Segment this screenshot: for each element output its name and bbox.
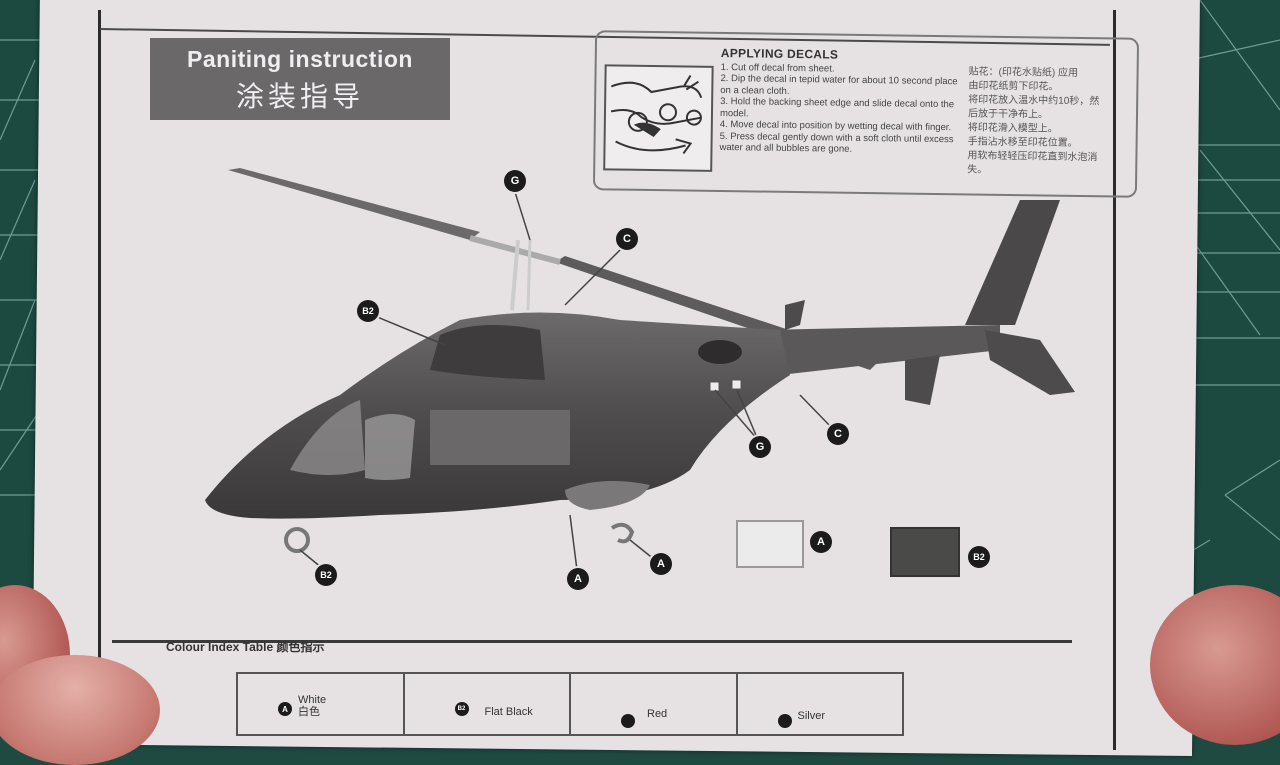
- decal-step-2: 2. Dip the decal in tepid water for abou…: [720, 72, 958, 97]
- colour-code-a: A: [278, 702, 292, 716]
- helicopter-drawing: [205, 168, 1075, 571]
- callout-c-side: C: [827, 423, 849, 445]
- colour-index-table: A White 白色 B2 Flat Black Red Silver: [236, 672, 904, 736]
- colour-cell-silver: Silver: [738, 674, 903, 734]
- swatch-white-label: A: [810, 531, 832, 553]
- applying-decals-panel: APPLYING DECALS 1. Cut off decal from sh…: [592, 30, 1140, 198]
- callout-a-gear: A: [567, 568, 589, 590]
- colour-index-title: Colour Index Table 颜色指示: [166, 640, 325, 654]
- decal-heading: APPLYING DECALS: [720, 45, 839, 62]
- colour-cell-white: A White 白色: [238, 674, 405, 734]
- page-frame: [98, 10, 1116, 750]
- colour-name-red: Red: [647, 708, 668, 720]
- colour-name-silver: Silver: [797, 710, 826, 722]
- callout-a-wheel: A: [650, 553, 672, 575]
- title-english: Paniting instruction: [187, 46, 413, 72]
- callout-c-rotor: C: [616, 228, 638, 250]
- swatch-white: [736, 520, 804, 568]
- section-divider: [112, 640, 1072, 643]
- callout-g-side: G: [749, 436, 771, 458]
- right-finger: [1150, 585, 1280, 745]
- colour-cell-red: Red: [571, 674, 738, 734]
- colour-name-en: White: [298, 694, 327, 706]
- colour-code-red: [621, 714, 635, 728]
- colour-name-flat-black: Flat Black: [484, 706, 533, 718]
- title-chinese: 涂装指导: [235, 81, 364, 112]
- callout-b2-wheel: B2: [315, 564, 337, 586]
- decal-instructions-en: APPLYING DECALS 1. Cut off decal from sh…: [719, 45, 960, 157]
- colour-name-zh: 白色: [298, 706, 320, 718]
- mat-grid: [0, 0, 1280, 571]
- decal-hands-illustration: [603, 64, 714, 172]
- colour-code-silver: [777, 714, 792, 728]
- callout-b2-canopy: B2: [357, 300, 379, 322]
- colour-name-white: White 白色: [298, 694, 326, 718]
- colour-cell-flat-black: B2 Flat Black: [405, 674, 571, 734]
- swatch-flat-black-label: B2: [968, 546, 990, 568]
- painting-instruction-header: Paniting instruction 涂装指导: [150, 38, 450, 120]
- colour-code-b2: B2: [454, 702, 469, 716]
- decal-step-5: 5. Press decal gently down with a soft c…: [719, 130, 954, 155]
- swatch-flat-black: [890, 527, 960, 577]
- callout-g-rotor: G: [504, 170, 526, 192]
- decal-step-3: 3. Hold the backing sheet edge and slide…: [719, 95, 955, 119]
